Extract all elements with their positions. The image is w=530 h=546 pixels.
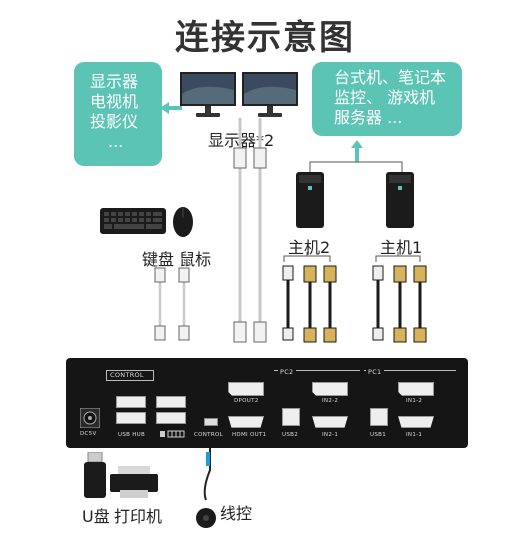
page-title: 连接示意图 <box>175 18 355 58</box>
wired-control-label: 线控 <box>220 504 253 523</box>
in1-1-label: IN1-1 <box>406 432 423 438</box>
usb2-label: USB2 <box>282 432 298 438</box>
usb2-port[interactable] <box>282 408 300 426</box>
display-devices-box: 显示器 电视机 投影仪 ... <box>74 62 162 166</box>
host2-label: 主机2 <box>288 238 331 257</box>
usb-hub-port-1[interactable] <box>116 396 146 408</box>
usb-hub-port-3[interactable] <box>156 396 186 408</box>
arrow-to-hosts-icon <box>309 140 403 176</box>
in1-1-port[interactable] <box>398 416 434 428</box>
control-port-label: CONTROL <box>194 432 223 438</box>
pc1-group-border <box>364 370 456 371</box>
hdmi-cables <box>238 118 262 322</box>
mouse-icon <box>173 207 193 237</box>
in1-2-label: IN1-2 <box>406 398 423 404</box>
display-line-1: 显示器 <box>90 72 139 91</box>
in2-1-label: IN2-1 <box>322 432 339 438</box>
printer-icon <box>110 466 158 498</box>
dp-out2-port[interactable] <box>228 382 264 396</box>
wired-control-icon <box>196 452 216 528</box>
in2-2-label: IN2-2 <box>322 398 339 404</box>
in2-2-port[interactable] <box>312 382 348 396</box>
display-line-2: 电视机 <box>90 92 139 111</box>
in1-2-port[interactable] <box>398 382 434 396</box>
in2-1-port[interactable] <box>312 416 348 428</box>
usb1-port[interactable] <box>370 408 388 426</box>
pc2-label: PC2 <box>278 368 296 376</box>
usb-drive-icon <box>84 452 106 498</box>
dp-out2-label: DPOUT2 <box>234 398 259 404</box>
host-line-2: 监控、 游戏机 <box>334 88 436 107</box>
host2-icon <box>296 172 324 228</box>
control-header <box>106 370 154 381</box>
dc-power-port-icon <box>80 408 100 428</box>
control-port[interactable] <box>204 418 218 426</box>
udisk-label: U盘 <box>82 507 110 526</box>
keyboard-icon <box>100 208 166 234</box>
hdmi-out1-port[interactable] <box>228 416 264 428</box>
display-line-3: 投影仪 <box>90 112 139 131</box>
host1-icon <box>386 172 414 228</box>
usb-hub-label: USB HUB <box>118 432 146 438</box>
hdmi-out1-label: HDMI OUT1 <box>232 432 267 438</box>
usb-hub-port-4[interactable] <box>156 412 186 424</box>
keyboard-mouse-label: 键盘 鼠标 <box>142 250 212 269</box>
host-line-3: 服务器 ... <box>334 108 403 127</box>
pc2-group-border <box>274 370 360 371</box>
usb1-label: USB1 <box>370 432 386 438</box>
usb-hub-port-2[interactable] <box>116 412 146 424</box>
host-devices-box: 台式机、笔记本 监控、 游戏机 服务器 ... <box>312 62 462 136</box>
host1-label: 主机1 <box>380 238 423 257</box>
monitors-icon <box>180 72 298 117</box>
printer-label: 打印机 <box>114 507 163 526</box>
dc-port-label: DC5V <box>80 431 97 437</box>
pc1-label: PC1 <box>366 368 384 376</box>
host-line-1: 台式机、笔记本 <box>334 68 447 87</box>
keyboard-port-icon <box>160 430 185 438</box>
control-header-label: CONTROL <box>110 371 144 379</box>
arrow-to-displays-icon <box>160 102 182 114</box>
display-line-4: ... <box>108 132 124 151</box>
